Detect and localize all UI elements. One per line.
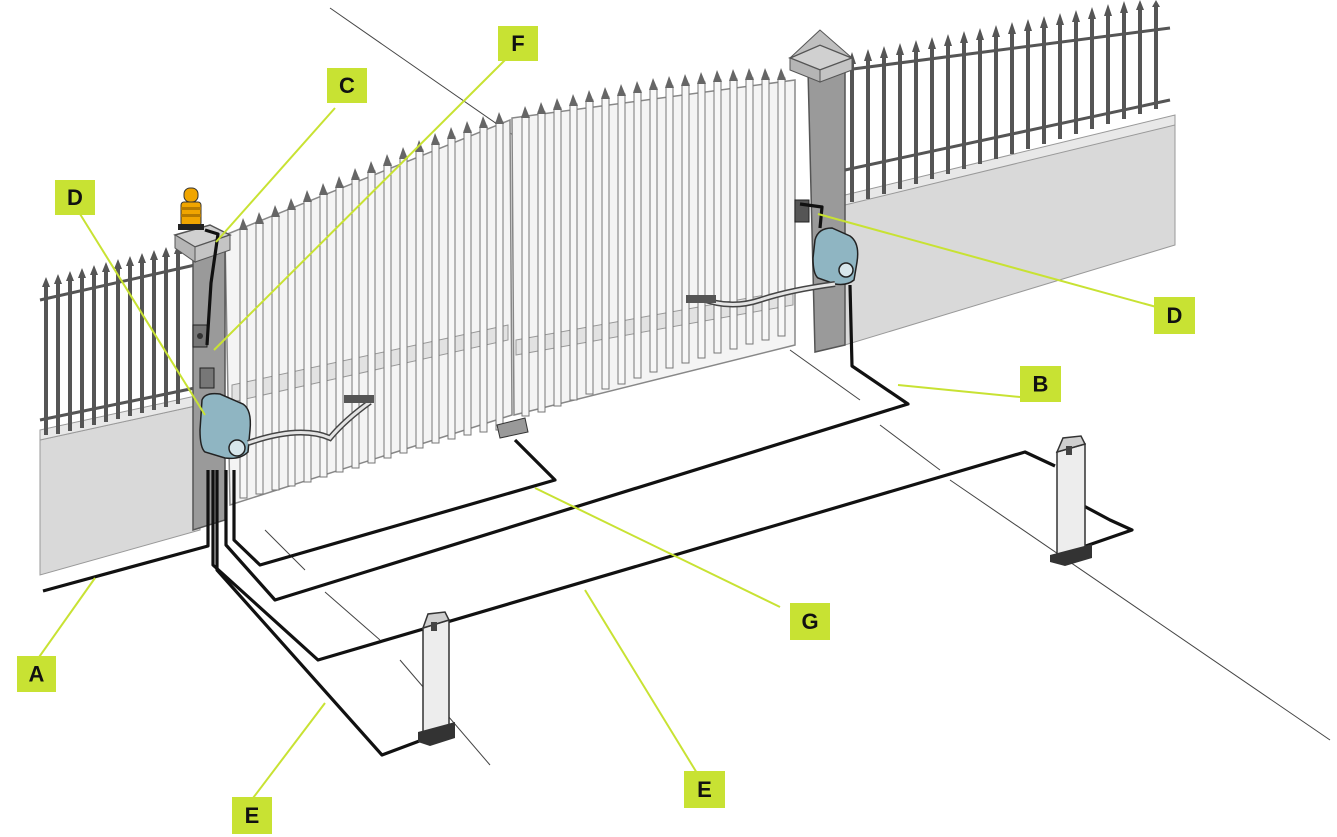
- key-selector: [192, 324, 208, 348]
- callout-e-left: E: [232, 797, 272, 834]
- operator-left: [199, 392, 374, 460]
- pillar-photocell-left: [199, 367, 215, 389]
- callout-b: B: [1020, 366, 1061, 402]
- callout-a: A: [17, 656, 56, 692]
- fence-right: [844, 0, 1171, 202]
- perspective-guides: [264, 7, 1331, 766]
- callout-d-left-label: D: [67, 185, 83, 210]
- callout-d-right-label: D: [1167, 303, 1183, 328]
- callout-f: F: [498, 26, 538, 61]
- callout-b-label: B: [1033, 372, 1049, 397]
- photocell-column-right: [1050, 435, 1092, 566]
- callout-e-right: E: [684, 771, 725, 808]
- cable-runs: [42, 202, 1134, 757]
- leader-lines: [36, 59, 1161, 803]
- callout-e-right-label: E: [697, 777, 712, 802]
- gate-leaf-left: [224, 112, 513, 507]
- callout-c-label: C: [339, 73, 355, 98]
- operator-right: [686, 227, 859, 308]
- callout-d-right: D: [1154, 297, 1195, 334]
- callout-g: G: [790, 603, 830, 640]
- callout-d-left: D: [55, 180, 95, 215]
- boundary-wall-left: [39, 394, 201, 576]
- photocell-column-left: [418, 611, 455, 746]
- callout-a-label: A: [29, 662, 45, 687]
- gate-leaf-right: [511, 68, 796, 417]
- callout-c: C: [327, 68, 367, 103]
- pillar-right: [788, 29, 855, 353]
- callout-e-left-label: E: [245, 803, 260, 828]
- callout-g-label: G: [801, 609, 818, 634]
- fence-left: [39, 244, 196, 435]
- callout-f-label: F: [511, 31, 524, 56]
- gate-stop: [496, 417, 529, 439]
- flashing-light: [178, 187, 204, 230]
